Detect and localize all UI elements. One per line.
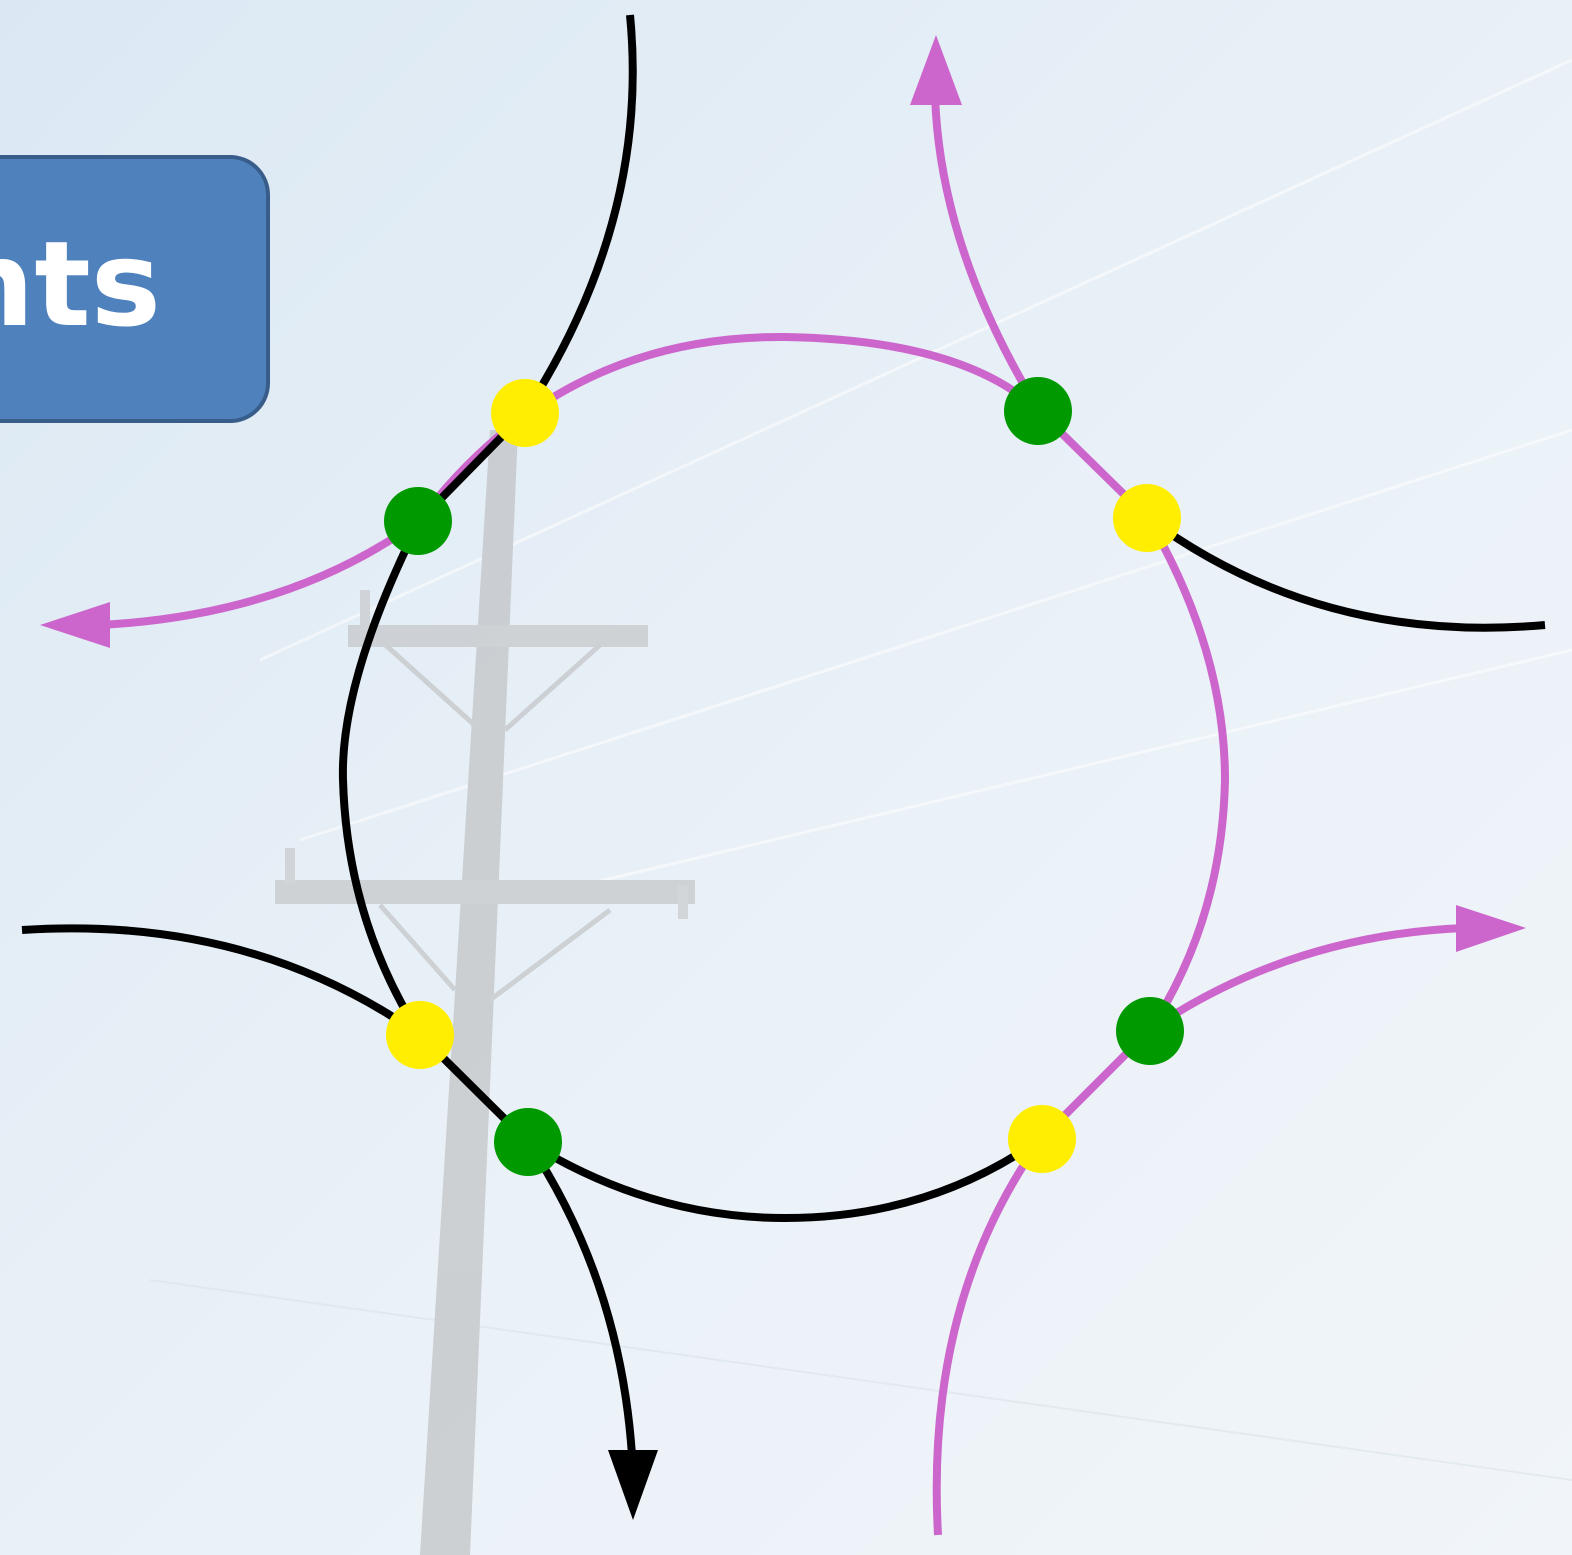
path-black-right-in	[1145, 514, 1546, 632]
path-black-top-in	[417, 14, 637, 523]
ring-black-bottom	[525, 1134, 1045, 1223]
pole-brace	[378, 638, 612, 1002]
path-magenta-bottom-in	[932, 1135, 1046, 1536]
title-text: nts	[0, 215, 161, 353]
path-magenta-right-out	[1147, 924, 1466, 1034]
title-box: nts	[0, 155, 270, 423]
yellow-point	[386, 1001, 454, 1069]
green-point	[384, 487, 452, 555]
utility-pole-background	[149, 58, 1572, 1555]
green-point	[1116, 997, 1184, 1065]
arrowhead-magenta-up	[910, 35, 962, 105]
path-black-bottom-out	[524, 1139, 636, 1456]
power-line	[149, 1279, 1572, 1481]
yellow-point	[1008, 1105, 1076, 1173]
ring-magenta-right	[1037, 409, 1230, 1141]
power-line	[519, 648, 1572, 902]
pole-insulator	[678, 885, 688, 919]
green-point	[494, 1108, 562, 1176]
path-magenta-left-out	[99, 516, 423, 629]
arrowhead-magenta-right	[1456, 905, 1526, 952]
pole-crossarm	[348, 625, 648, 647]
pole-shaft	[420, 430, 518, 1555]
arrowhead-black-down	[608, 1450, 658, 1520]
green-point	[1004, 377, 1072, 445]
yellow-point	[1113, 484, 1181, 552]
path-black-left-in	[21, 924, 423, 1039]
path-magenta-top-out	[931, 94, 1044, 415]
pole-insulator	[360, 590, 370, 630]
arrowhead-magenta-left	[40, 602, 110, 648]
yellow-point	[491, 379, 559, 447]
pole-insulator	[285, 848, 295, 884]
power-line	[299, 428, 1572, 842]
pole-crossarm	[275, 880, 695, 904]
ring-black-left	[338, 518, 531, 1145]
power-line	[259, 58, 1572, 662]
